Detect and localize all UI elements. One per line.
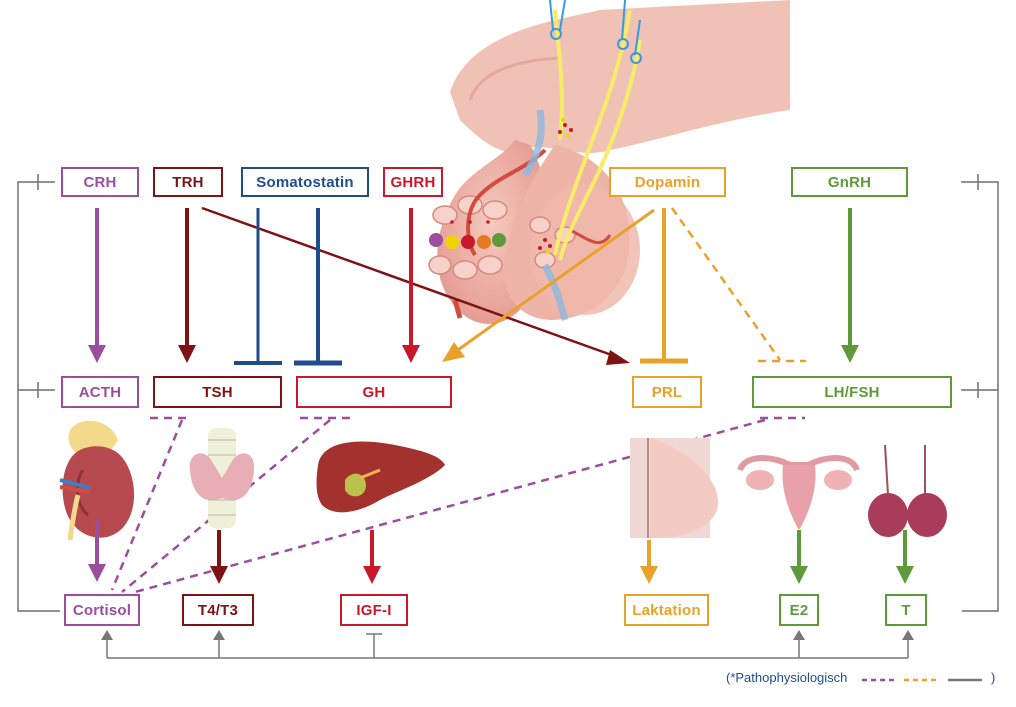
t4t3-box: T4/T3 [182, 594, 254, 626]
somatostatin-inhibition-lines [234, 208, 342, 366]
breast-illustration [630, 438, 719, 538]
cortisol-box: Cortisol [64, 594, 140, 626]
trh-to-tsh-arrow [178, 208, 196, 363]
lhfsh-to-t-arrow [896, 530, 914, 584]
dopamin-inhibits-prl [640, 208, 688, 364]
lhfsh-to-e2-arrow [790, 530, 808, 584]
gh-to-igf1-arrow [363, 530, 381, 584]
somatostatin-box: Somatostatin [241, 167, 369, 197]
pathophysiologic-cortisol-lines [110, 416, 805, 594]
crh-to-acth-arrow [88, 208, 106, 363]
uterus-ovaries-illustration [737, 455, 860, 530]
trh-box: TRH [153, 167, 223, 197]
testes-illustration [868, 444, 947, 537]
liver-illustration [316, 441, 445, 513]
prl-box: PRL [632, 376, 702, 408]
prl-to-laktation-arrow [640, 540, 658, 584]
legend: (*Pathophysiologisch [726, 670, 847, 685]
dopamin-to-gh-arrow [442, 208, 655, 362]
tsh-to-t4t3-arrow [210, 530, 228, 584]
gnrh-to-lhfsh-arrow [841, 208, 859, 363]
igf1-box: IGF-I [340, 594, 408, 626]
dopamin-box: Dopamin [609, 167, 726, 197]
ghrh-to-gh-arrow [402, 208, 420, 363]
lhfsh-box: LH/FSH [752, 376, 952, 408]
t-box: T [885, 594, 927, 626]
bottom-feedback-line [106, 633, 909, 659]
tsh-box: TSH [153, 376, 282, 408]
e2-box: E2 [779, 594, 819, 626]
ghrh-box: GHRH [383, 167, 443, 197]
dopamin-pathophysiologic-lhfsh [670, 207, 806, 363]
legend-close: ) [991, 670, 996, 685]
acth-to-cortisol-arrow [88, 520, 106, 582]
adrenal-kidney-illustration [59, 420, 135, 541]
pituitary-illustration [428, 0, 790, 324]
legend-label: (*Pathophysiologisch [726, 670, 848, 685]
crh-box: CRH [61, 167, 139, 197]
gnrh-box: GnRH [791, 167, 908, 197]
thyroid-illustration [189, 428, 255, 528]
gh-box: GH [296, 376, 452, 408]
laktation-box: Laktation [624, 594, 709, 626]
feedback-brackets [17, 174, 999, 612]
acth-box: ACTH [61, 376, 139, 408]
